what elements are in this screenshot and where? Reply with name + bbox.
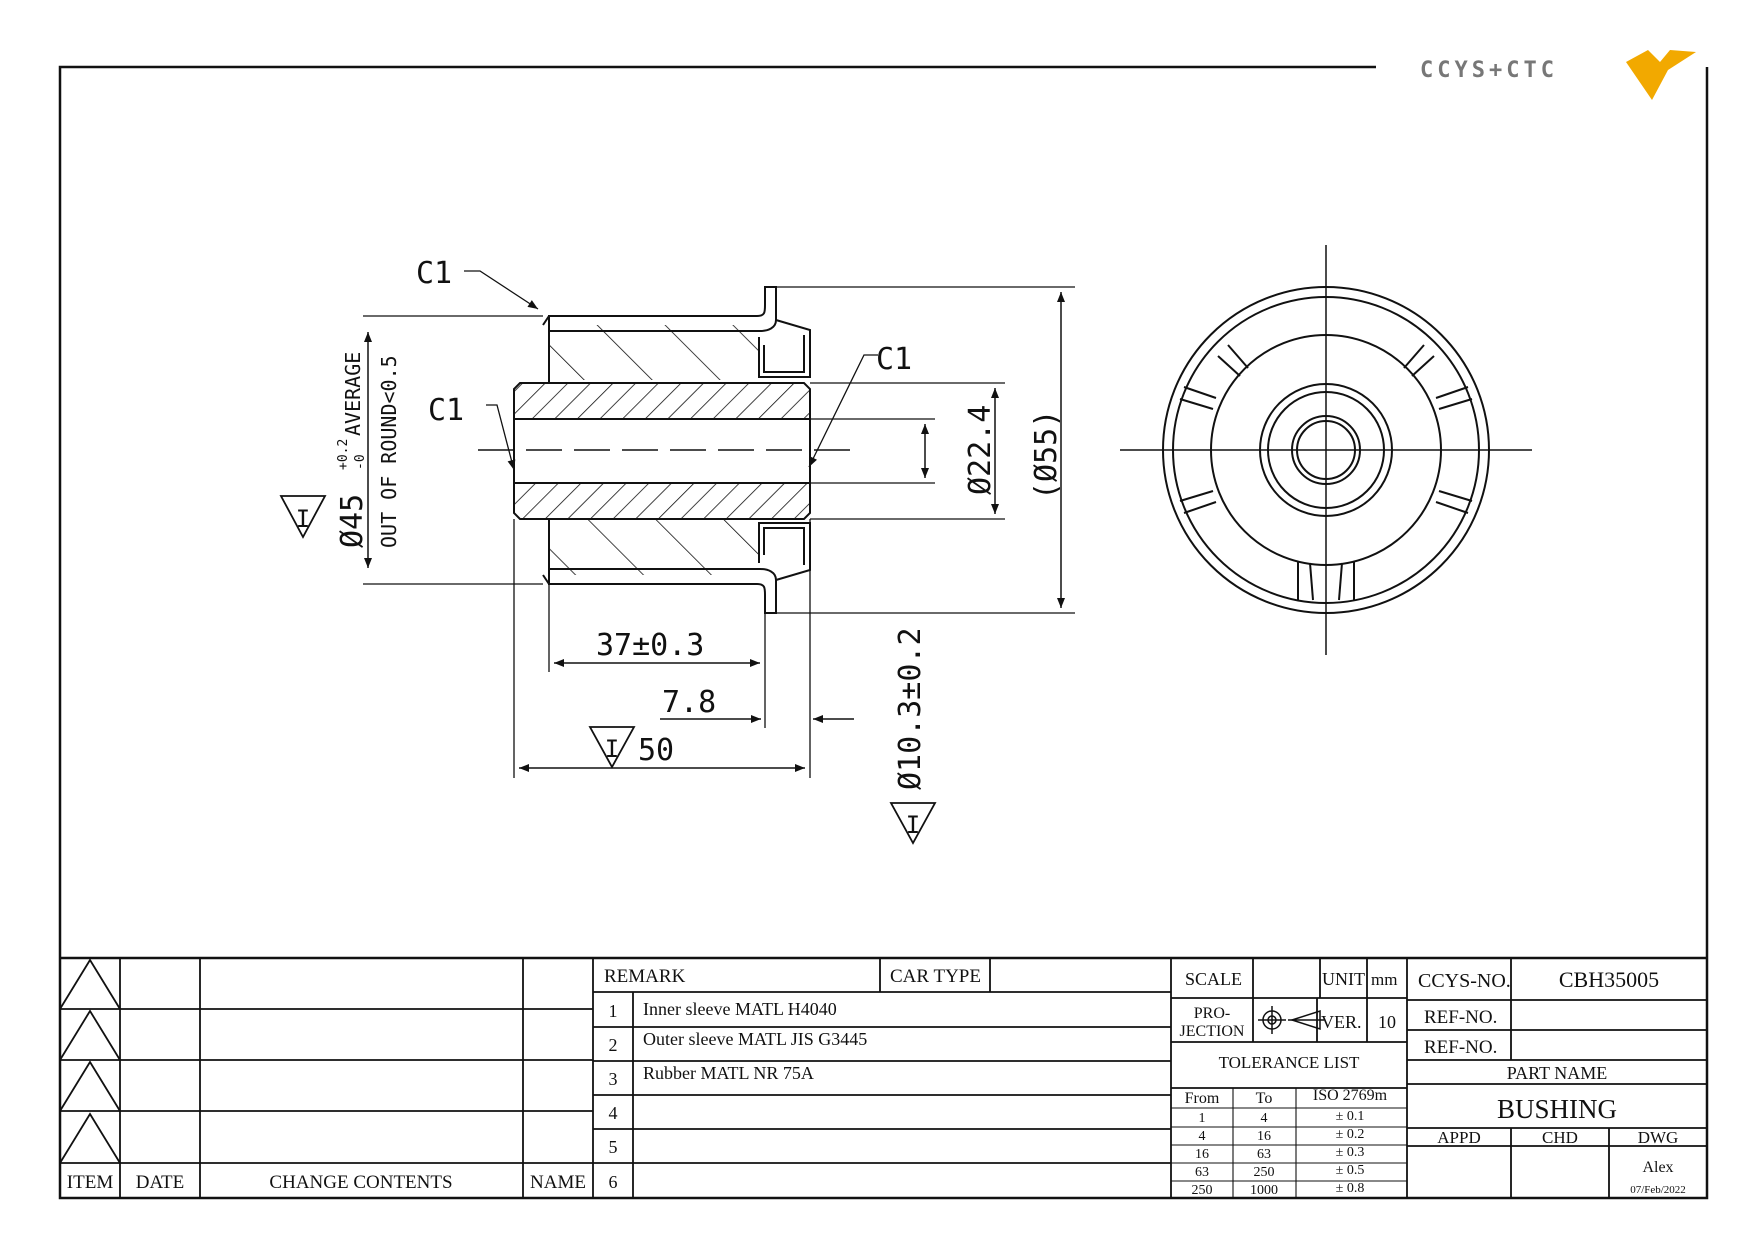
car-type-label: CAR TYPE xyxy=(890,966,981,987)
tol-value: ± 0.3 xyxy=(1336,1145,1365,1160)
tol-header-from: From xyxy=(1185,1090,1220,1107)
drawn-by: Alex xyxy=(1642,1159,1673,1176)
part-name-value: BUSHING xyxy=(1497,1094,1617,1124)
remark-row-text: Outer sleeve MATL JIS G3445 xyxy=(643,1029,867,1049)
remark-row-no: 3 xyxy=(609,1069,618,1089)
part-name-label: PART NAME xyxy=(1507,1063,1607,1083)
logo-mark-icon xyxy=(1626,50,1696,100)
ccys-no-value: CBH35005 xyxy=(1559,967,1659,992)
overall-length-label: 50 xyxy=(638,733,674,768)
ccys-no-label: CCYS-NO. xyxy=(1418,970,1511,992)
chamfer-label-top: C1 xyxy=(416,256,452,291)
datum-triangle-icon: I xyxy=(279,495,327,539)
remark-row-no: 6 xyxy=(609,1172,618,1192)
remark-header: REMARK xyxy=(604,966,686,987)
inner-diameter-label: Ø22.4 xyxy=(963,405,998,495)
tolerance-title: TOLERANCE LIST xyxy=(1219,1053,1360,1072)
outer-tol-lower: -0 xyxy=(353,454,368,470)
appd-label: APPD xyxy=(1437,1128,1480,1147)
drawing-date: 07/Feb/2022 xyxy=(1630,1184,1686,1196)
datum-label-bottom: I xyxy=(605,735,619,763)
flange-offset-label: 7.8 xyxy=(662,685,716,720)
rev-header-name: NAME xyxy=(530,1172,586,1193)
tol-value: ± 0.5 xyxy=(1336,1163,1365,1178)
projection-label-2: JECTION xyxy=(1180,1023,1245,1040)
rev-header-contents: CHANGE CONTENTS xyxy=(269,1172,452,1193)
remark-row-no: 5 xyxy=(609,1137,618,1157)
company-logo: CCYS+CTC xyxy=(1420,50,1696,100)
tol-value: ± 0.8 xyxy=(1336,1181,1365,1196)
remark-row-no: 2 xyxy=(609,1035,618,1055)
chamfer-label-right: C1 xyxy=(876,342,912,377)
length-outer-label: 37±0.3 xyxy=(596,628,704,663)
dwg-label: DWG xyxy=(1638,1128,1679,1147)
sheet-border xyxy=(58,65,1709,1200)
section-view xyxy=(363,270,1075,778)
tol-to: 16 xyxy=(1257,1129,1271,1144)
ver-label: VER. xyxy=(1321,1012,1362,1032)
tol-to: 4 xyxy=(1261,1111,1268,1126)
remark-row-no: 1 xyxy=(609,1001,618,1021)
rev-header-date: DATE xyxy=(136,1172,185,1193)
tol-header-to: To xyxy=(1256,1090,1273,1107)
rubber-ribs xyxy=(1179,344,1473,601)
ref-no-label-2: REF-NO. xyxy=(1424,1037,1497,1058)
tol-to: 250 xyxy=(1254,1165,1275,1180)
datum-triangle-icon: I xyxy=(588,726,636,769)
tol-header-std: ISO 2769m xyxy=(1313,1087,1388,1104)
flange-diameter-label: (Ø55) xyxy=(1029,410,1064,500)
chd-label: CHD xyxy=(1542,1128,1578,1147)
datum-label-left: I xyxy=(296,505,310,533)
outer-tol-upper: +0.2 xyxy=(336,439,351,470)
datum-symbols: I I I xyxy=(279,495,937,845)
remark-row-text: Inner sleeve MATL H4040 xyxy=(643,999,837,1019)
tol-from: 250 xyxy=(1192,1183,1213,1198)
third-angle-projection-icon xyxy=(1258,1006,1324,1034)
outer-note-average: AVERAGE xyxy=(341,352,365,436)
end-view xyxy=(1120,245,1532,655)
outer-diameter-dimension: Ø45 +0.2 -0 AVERAGE OUT OF ROUND<0.5 xyxy=(335,352,401,548)
tol-value: ± 0.2 xyxy=(1336,1127,1365,1142)
outer-note-out-of-round: OUT OF ROUND<0.5 xyxy=(377,355,401,548)
chamfer-label-left: C1 xyxy=(428,393,464,428)
tol-to: 1000 xyxy=(1250,1183,1278,1198)
tol-from: 4 xyxy=(1199,1129,1206,1144)
tol-value: ± 0.1 xyxy=(1336,1109,1365,1124)
datum-label-bore: I xyxy=(906,811,920,839)
tol-to: 63 xyxy=(1257,1147,1271,1162)
tol-from: 16 xyxy=(1195,1147,1209,1162)
datum-triangle-icon: I xyxy=(889,802,937,845)
tol-from: 1 xyxy=(1199,1111,1206,1126)
tol-from: 63 xyxy=(1195,1165,1209,1180)
remark-row-text: Rubber MATL NR 75A xyxy=(643,1063,814,1083)
unit-label: UNIT xyxy=(1322,969,1365,989)
scale-label: SCALE xyxy=(1185,969,1242,989)
ref-no-label-1: REF-NO. xyxy=(1424,1007,1497,1028)
outer-diameter-label: Ø45 xyxy=(335,494,370,548)
remark-row-no: 4 xyxy=(609,1103,618,1123)
ver-value: 10 xyxy=(1378,1012,1396,1032)
projection-label-1: PRO- xyxy=(1194,1005,1230,1022)
bore-diameter-label: Ø10.3±0.2 xyxy=(893,627,928,790)
unit-value: mm xyxy=(1371,970,1397,989)
title-block-grid xyxy=(59,956,1707,1198)
logo-text: CCYS+CTC xyxy=(1420,58,1558,83)
rev-header-item: ITEM xyxy=(67,1172,114,1193)
